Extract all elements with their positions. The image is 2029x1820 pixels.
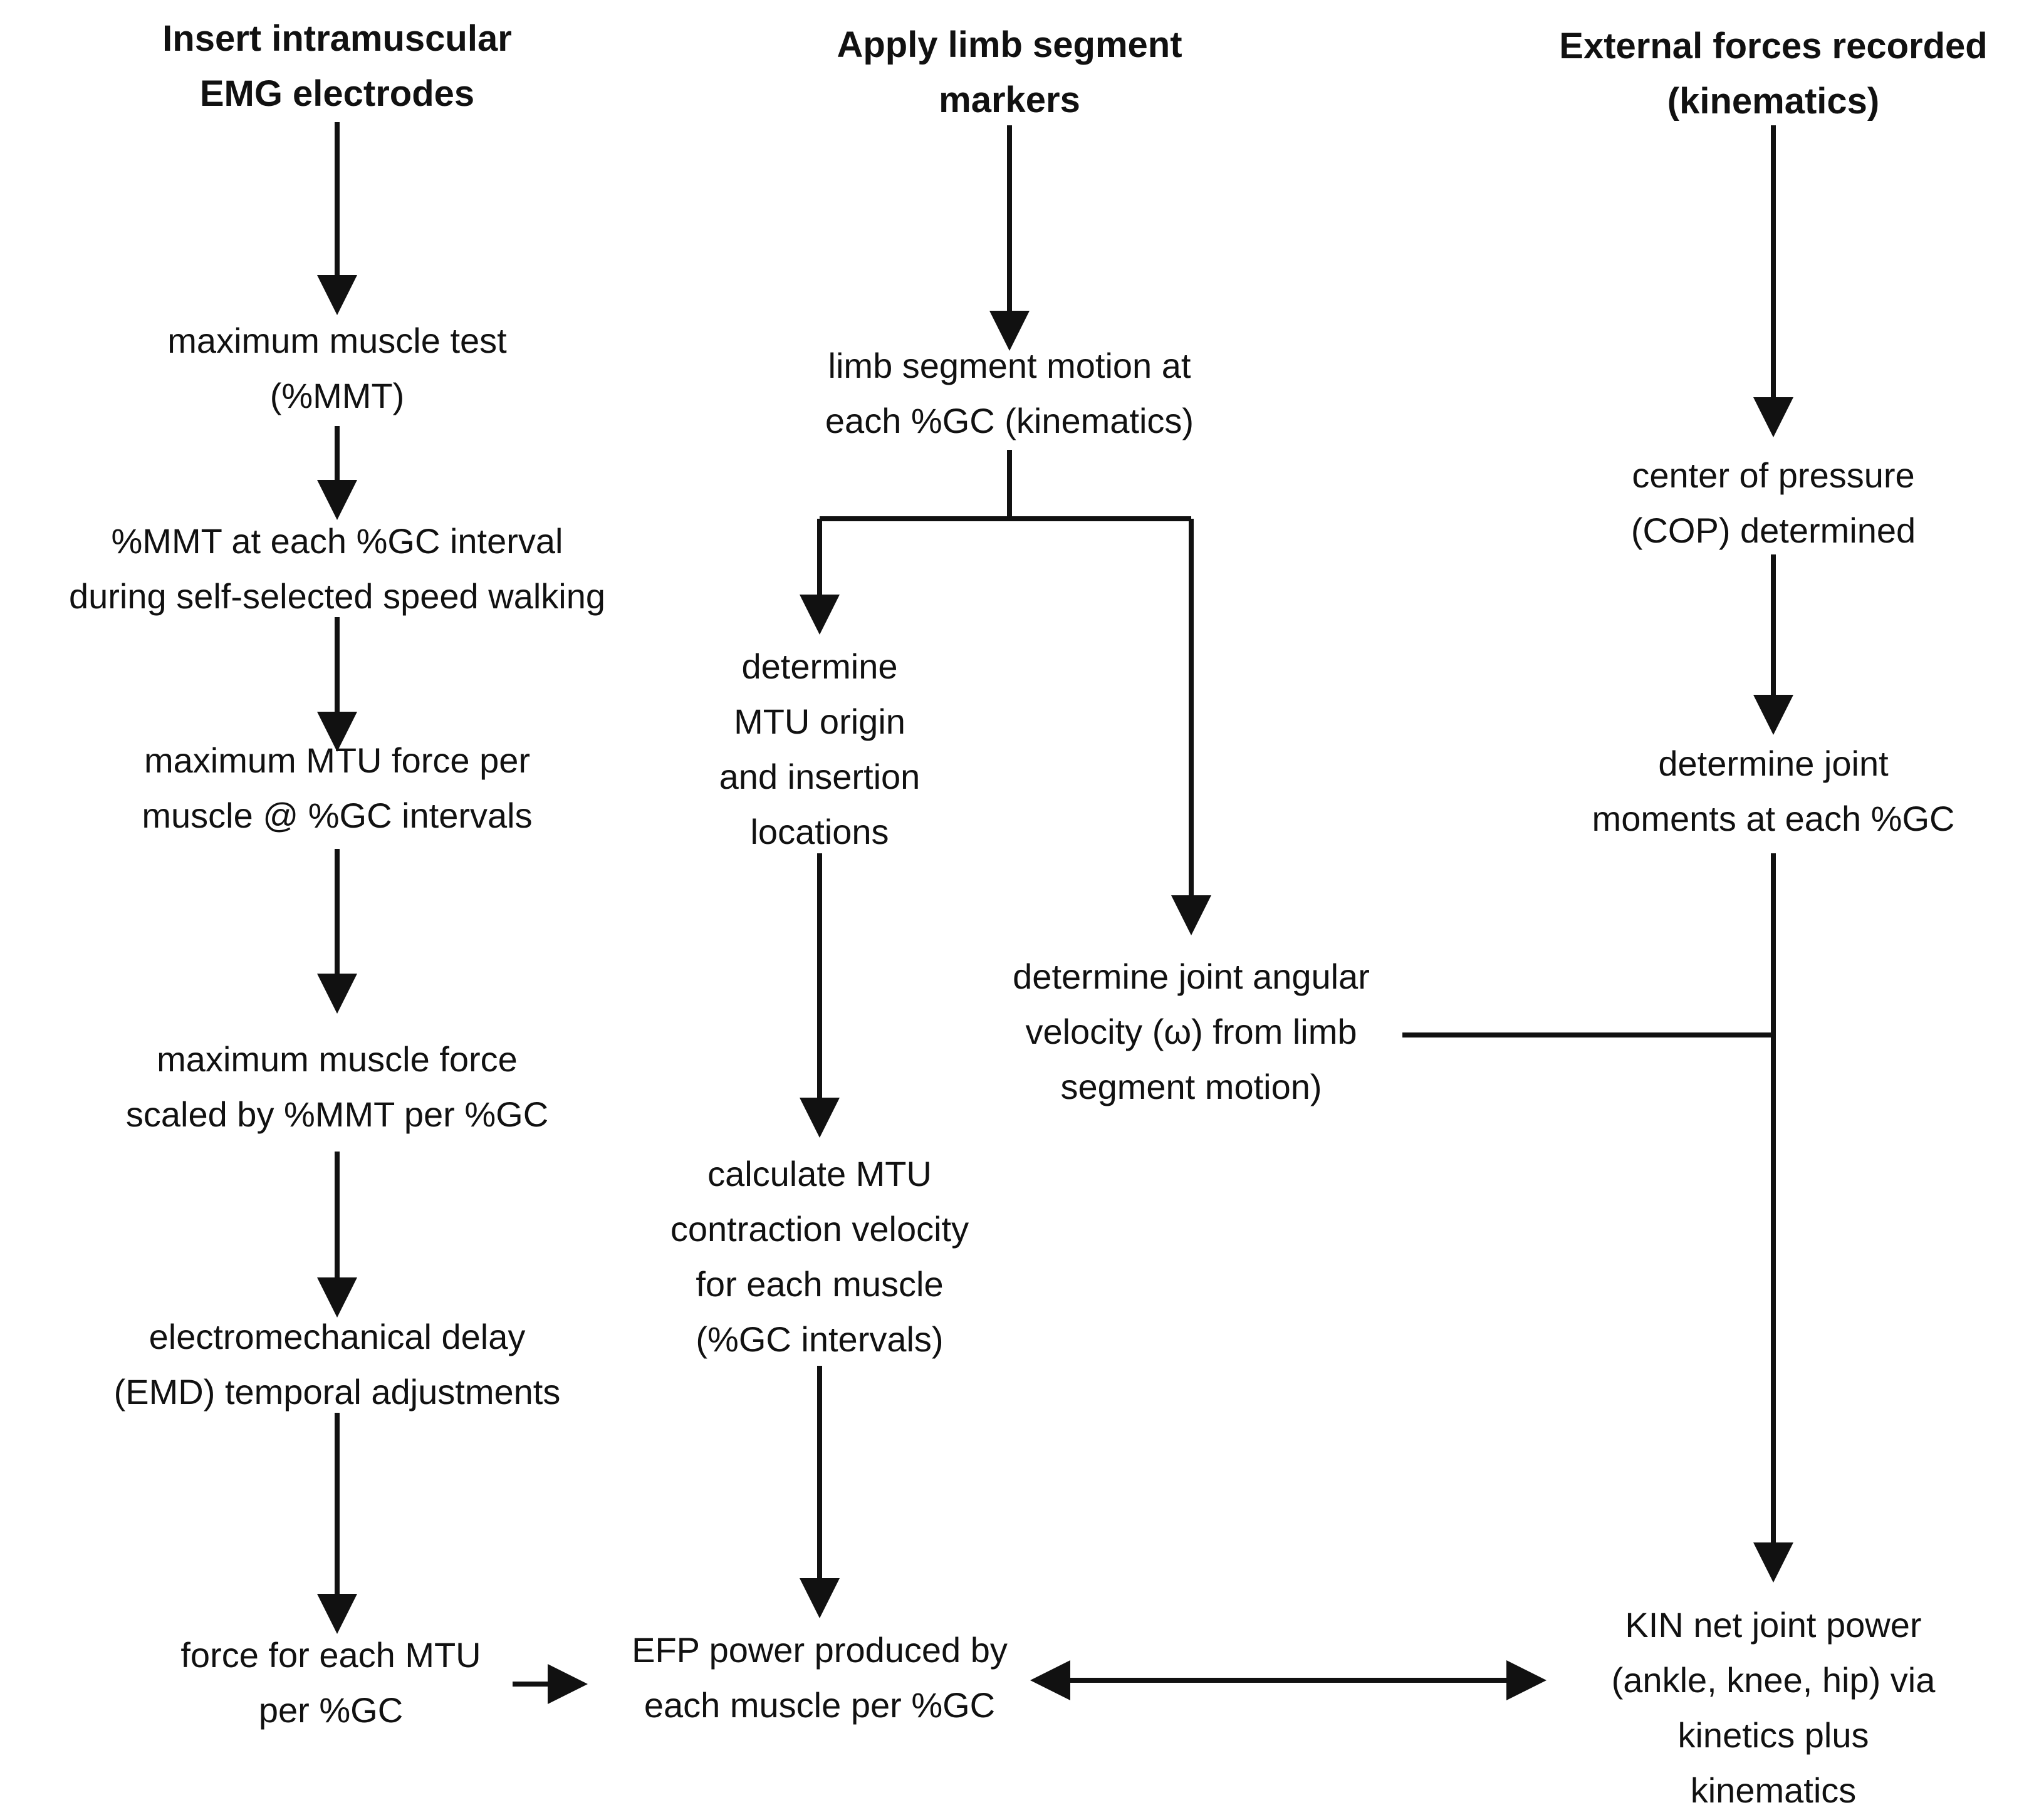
- mmt-line-1: maximum muscle test: [167, 321, 507, 360]
- kin-line-2: (ankle, knee, hip) via: [1611, 1660, 1936, 1700]
- cop-node: center of pressure (COP) determined: [1548, 448, 1999, 558]
- mmt-gc-line-1: %MMT at each %GC interval: [111, 521, 563, 561]
- origin-line-1: determine: [741, 647, 898, 686]
- forces-header: External forces recorded (kinematics): [1516, 19, 2029, 129]
- angular-line-1: determine joint angular: [1013, 957, 1370, 996]
- kin-line-4: kinematics: [1690, 1771, 1857, 1810]
- force-mtu-node: force for each MTU per %GC: [137, 1628, 525, 1738]
- motion-node: limb segment motion at each %GC (kinemat…: [759, 338, 1260, 449]
- efp-node: EFP power produced by each muscle per %G…: [582, 1623, 1058, 1733]
- velocity-line-1: calculate MTU: [707, 1154, 932, 1193]
- moments-node: determine joint moments at each %GC: [1523, 736, 2024, 846]
- origin-line-4: locations: [750, 812, 889, 851]
- emg-header: Insert intramuscular EMG electrodes: [99, 11, 575, 122]
- mtu-force-node: maximum MTU force per muscle @ %GC inter…: [80, 733, 594, 843]
- motion-line-1: limb segment motion at: [828, 346, 1191, 385]
- cop-line-2: (COP) determined: [1630, 511, 1916, 550]
- mmt-gc-node: %MMT at each %GC interval during self-se…: [11, 514, 663, 624]
- moments-line-2: moments at each %GC: [1592, 799, 1955, 838]
- efp-line-1: EFP power produced by: [632, 1630, 1008, 1670]
- emg-header-line-1: Insert intramuscular: [162, 18, 512, 59]
- forces-header-line-2: (kinematics): [1667, 81, 1880, 122]
- mmt-node: maximum muscle test (%MMT): [99, 313, 575, 424]
- emd-line-2: (EMD) temporal adjustments: [113, 1372, 561, 1412]
- mtu-force-line-1: maximum MTU force per: [143, 741, 531, 780]
- angular-node: determine joint angular velocity (ω) fro…: [959, 949, 1423, 1115]
- emd-node: electromechanical delay (EMD) temporal a…: [49, 1309, 625, 1420]
- markers-header-line-2: markers: [939, 80, 1080, 120]
- velocity-node: calculate MTU contraction velocity for e…: [613, 1147, 1026, 1367]
- markers-header: Apply limb segment markers: [771, 18, 1248, 128]
- force-mtu-line-2: per %GC: [258, 1690, 404, 1730]
- efp-line-2: each muscle per %GC: [644, 1685, 996, 1725]
- muscle-force-line-2: scaled by %MMT per %GC: [125, 1095, 549, 1134]
- force-mtu-line-1: force for each MTU: [180, 1635, 481, 1675]
- origin-line-2: MTU origin: [734, 702, 905, 741]
- velocity-line-4: (%GC intervals): [696, 1319, 944, 1359]
- origin-line-3: and insertion: [719, 757, 921, 796]
- angular-line-3: segment motion): [1060, 1067, 1322, 1106]
- mmt-gc-line-2: during self-selected speed walking: [68, 576, 606, 616]
- mtu-force-line-2: muscle @ %GC intervals: [142, 796, 533, 835]
- cop-line-1: center of pressure: [1632, 455, 1915, 495]
- muscle-force-line-1: maximum muscle force: [157, 1039, 518, 1079]
- emd-line-1: electromechanical delay: [149, 1317, 526, 1356]
- mmt-line-2: (%MMT): [269, 376, 405, 415]
- velocity-line-2: contraction velocity: [670, 1209, 969, 1249]
- forces-header-line-1: External forces recorded: [1559, 26, 1988, 66]
- markers-header-line-1: Apply limb segment: [837, 24, 1182, 65]
- moments-line-1: determine joint: [1658, 744, 1889, 783]
- muscle-force-node: maximum muscle force scaled by %MMT per …: [68, 1032, 607, 1142]
- motion-line-2: each %GC (kinematics): [825, 401, 1194, 440]
- kin-node: KIN net joint power (ankle, knee, hip) v…: [1535, 1598, 2011, 1818]
- kin-line-3: kinetics plus: [1677, 1715, 1869, 1755]
- angular-line-2: velocity (ω) from limb: [1025, 1012, 1357, 1051]
- kin-line-1: KIN net joint power: [1625, 1605, 1922, 1645]
- emg-header-line-2: EMG electrodes: [199, 73, 475, 114]
- origin-node: determine MTU origin and insertion locat…: [638, 639, 1001, 860]
- velocity-line-3: for each muscle: [696, 1264, 944, 1304]
